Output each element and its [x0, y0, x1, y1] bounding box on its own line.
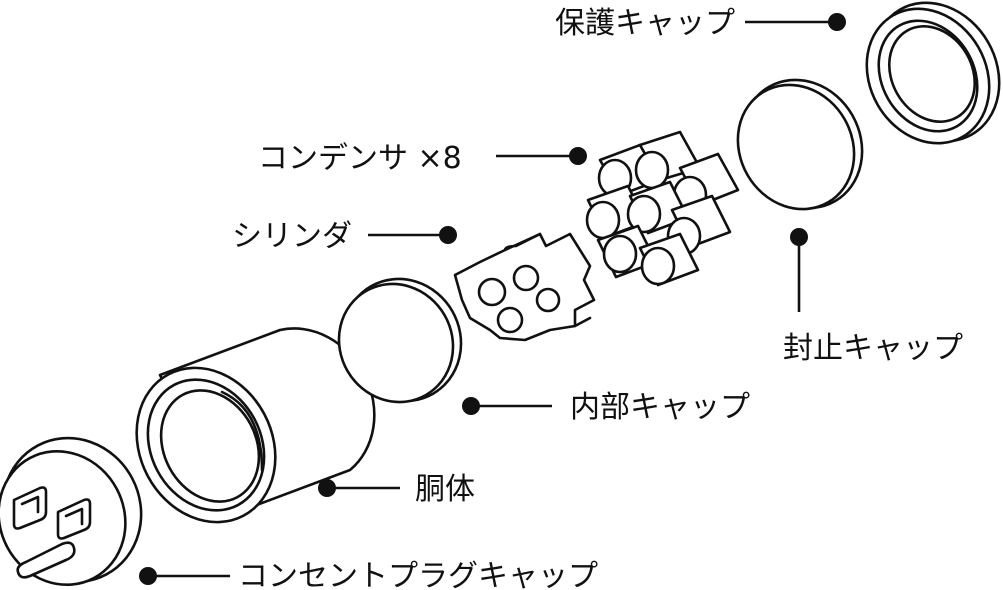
label-protective-cap: 保護キャップ [555, 6, 735, 41]
cylinder-part [453, 232, 596, 342]
capacitor-8 [638, 232, 700, 287]
label-outlet-plug-cap: コンセントプラグキャップ [238, 559, 598, 590]
label-capacitor: コンデンサ ×8 [258, 141, 462, 176]
sealing-cap-part [736, 78, 864, 211]
callout-cylinder: シリンダ [232, 219, 457, 254]
plug-prong-right [56, 498, 92, 540]
inner-cap-part [337, 277, 463, 404]
callout-sealing-cap: 封止キャップ [783, 228, 963, 366]
capacitor-bundle-part [585, 130, 740, 287]
callout-capacitor: コンデンサ ×8 [258, 141, 587, 176]
label-sealing-cap: 封止キャップ [783, 331, 963, 366]
plug-prong-left [12, 486, 48, 530]
callout-body: 胴体 [318, 472, 475, 507]
callout-outlet-plug-cap: コンセントプラグキャップ [139, 559, 598, 590]
protective-cap-part [865, 1, 1001, 145]
capacitor-5 [626, 180, 690, 235]
label-body: 胴体 [415, 472, 475, 507]
outlet-plug-cap-part [0, 436, 143, 587]
label-inner-cap: 内部キャップ [570, 390, 750, 425]
callout-protective-cap: 保護キャップ [555, 6, 846, 41]
body-part [135, 327, 376, 524]
label-cylinder: シリンダ [232, 219, 352, 254]
callout-inner-cap: 内部キャップ [462, 390, 750, 425]
plug-ground-pin [16, 541, 76, 579]
